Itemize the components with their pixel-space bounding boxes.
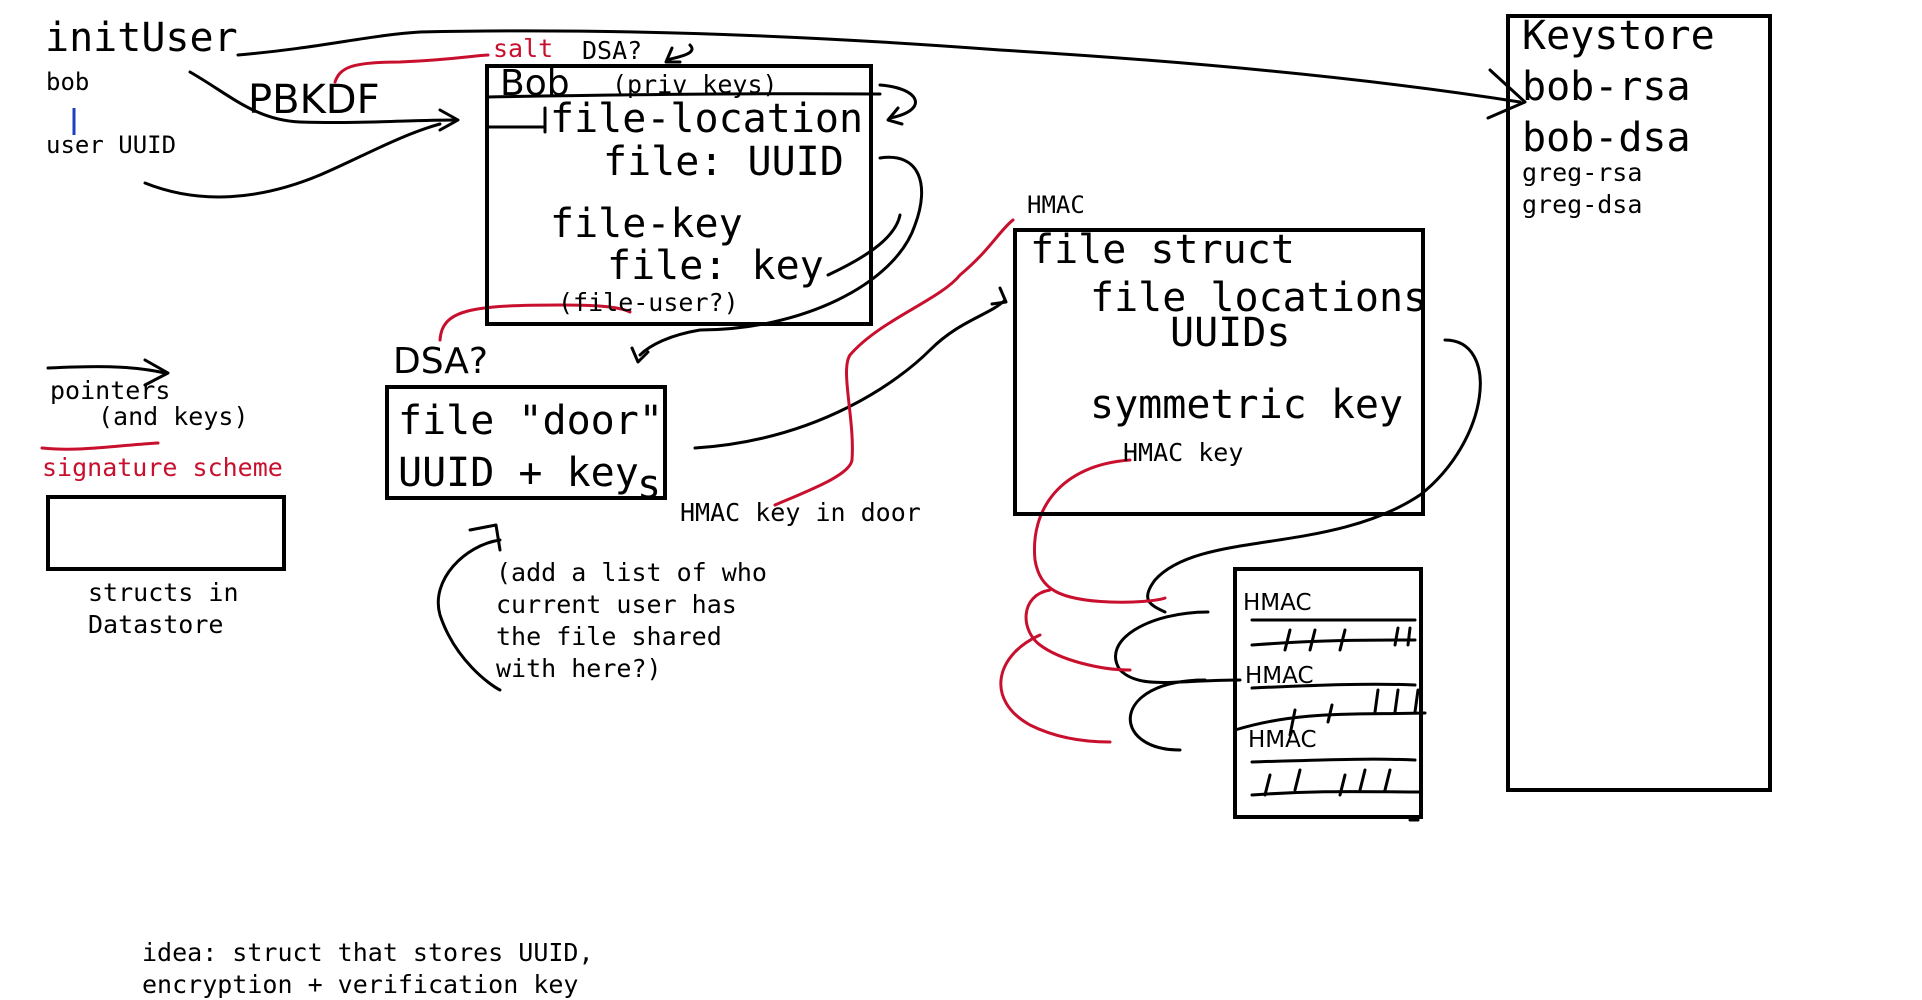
priv-keys-curl (878, 83, 917, 120)
chunk-hmac-3: HMAC (1248, 727, 1317, 753)
bob-file-uuid: file: UUID (603, 139, 844, 185)
bob-priv-keys: (priv keys) (612, 70, 778, 99)
keystore-greg-dsa: greg-dsa (1522, 190, 1643, 219)
file-struct-symmetric-key: symmetric key (1090, 382, 1404, 428)
priv-keys-curl-head (886, 106, 904, 126)
chunks-box (1233, 567, 1423, 819)
hmac-red-2 (1024, 588, 1132, 672)
bob-struct-title: Bob (500, 63, 570, 104)
pbkdf-label: PBKDF (248, 77, 380, 123)
door-line-2-suffix: s (637, 462, 662, 508)
bob-label: bob (46, 68, 90, 96)
bob-file-key: file-key (550, 201, 743, 247)
file-struct-locations: file locations (1090, 275, 1428, 321)
dsa-top-arrow (666, 43, 694, 62)
bob-struct-box (485, 64, 873, 326)
door-note-line-1: (add a list of who (496, 558, 767, 587)
hmac-red-3 (999, 633, 1112, 744)
door-note-line-2: current user has (496, 590, 737, 619)
salt-label: salt (493, 34, 554, 63)
legend-pointer-arrow (46, 365, 167, 375)
bob-arrowhead-1 (438, 108, 460, 132)
door-note-arrowhead (468, 523, 502, 552)
dsa-top-label: DSA? (582, 36, 643, 65)
door-line-1: file "door" (398, 398, 663, 444)
keystore-greg-rsa: greg-rsa (1522, 158, 1643, 187)
file-struct-hmac-label: HMAC (1027, 191, 1085, 219)
door-file-struct-head (990, 286, 1008, 306)
keystore-box (1506, 14, 1772, 792)
legend-pointers: pointers (50, 376, 171, 405)
file-struct-hmac-key: HMAC key (1123, 438, 1244, 467)
keystore-bob-dsa: bob-dsa (1522, 115, 1691, 161)
legend-structs-in: structs in (88, 578, 239, 607)
bob-file-location: file-location (550, 96, 864, 142)
door-note-line-4: with here?) (496, 654, 662, 683)
idea-line-2: encryption + verification key (142, 970, 579, 999)
file-struct-title: file struct (1030, 227, 1295, 273)
chunk-hmac-2: HMAC (1245, 663, 1314, 689)
door-note-arrow (436, 538, 502, 692)
init-user-label: initUser (45, 15, 238, 61)
legend-signature-line (40, 441, 160, 451)
bob-file-key-val: file: key (607, 243, 824, 289)
door-line-2: UUID + key (398, 450, 639, 496)
bob-file-user: (file-user?) (558, 288, 739, 317)
user-uuid-to-bob-arrow (143, 122, 442, 199)
chunk-hmac-1: HMAC (1243, 590, 1312, 616)
legend-datastore: Datastore (88, 610, 224, 639)
file-uuid-curl-head (630, 346, 650, 364)
door-dsa-label: DSA? (393, 341, 488, 382)
chunk-connector-2 (1128, 678, 1207, 752)
hmac-key-in-door-label: HMAC key in door (680, 498, 921, 527)
legend-signature-scheme: signature scheme (42, 453, 283, 482)
init-user-to-keystore-arrow (236, 29, 1522, 104)
chunk-connector-1 (1114, 610, 1242, 684)
legend-and-keys: (and keys) (98, 402, 249, 431)
user-uuid-label: user UUID (46, 131, 177, 159)
keystore-bob-rsa: bob-rsa (1522, 64, 1691, 110)
legend-struct-box (46, 495, 286, 571)
keystore-title: Keystore (1522, 13, 1715, 59)
door-struct-box (385, 385, 667, 500)
file-struct-box (1013, 228, 1425, 516)
file-struct-uuids: UUIDs (1170, 310, 1291, 356)
dsa-top-arrowhead (664, 46, 682, 64)
door-note-line-3: the file shared (496, 622, 722, 651)
idea-line-1: idea: struct that stores UUID, (142, 938, 594, 967)
